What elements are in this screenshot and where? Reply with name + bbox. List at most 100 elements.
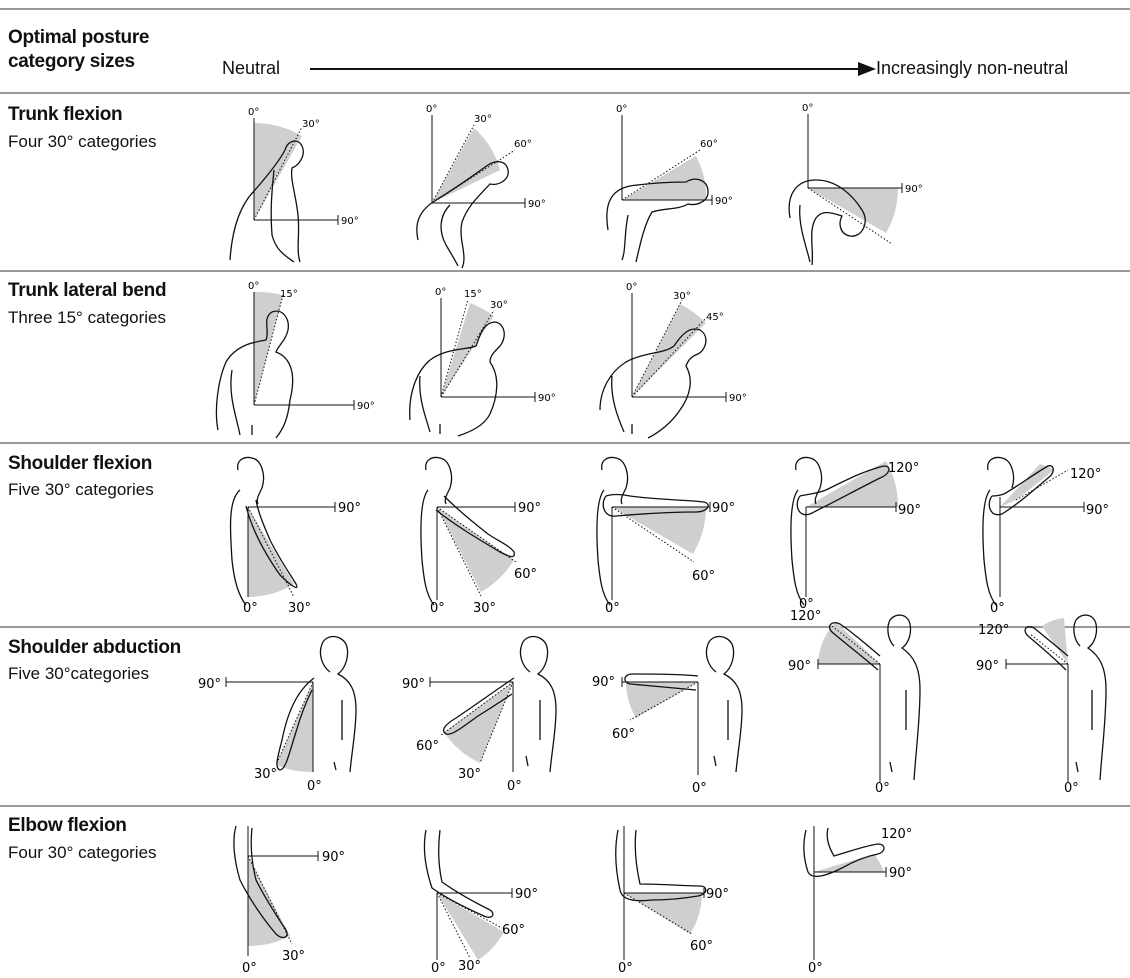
shoulder-flexion-figure-5: 0° 90° 120°	[983, 458, 1109, 617]
trunk-flexion-4-sector	[808, 188, 898, 233]
trunk-lateral-3-sector	[632, 304, 706, 397]
trunk-lateral-3-label-0: 0°	[626, 282, 637, 293]
shoulder-abduction-4-label-120: 120°	[790, 609, 821, 624]
shoulder-abduction-5-label-90: 90°	[976, 659, 999, 674]
shoulder-flexion-5-label-90: 90°	[1086, 503, 1109, 518]
shoulder-flexion-4-label-120: 120°	[888, 461, 919, 476]
trunk-flexion-1-sector	[254, 123, 302, 220]
shoulder-abduction-figure-2: 0° 30° 60° 90°	[402, 637, 556, 795]
shoulder-abduction-1-label-30: 30°	[254, 767, 277, 782]
shoulder-flexion-1-label-90: 90°	[338, 501, 361, 516]
trunk-lateral-3-label-45: 45°	[706, 312, 724, 323]
shoulder-abduction-figure-3: 0° 60° 90°	[592, 637, 742, 797]
elbow-flexion-4-label-120: 120°	[881, 827, 912, 842]
shoulder-abduction-3-label-90: 90°	[592, 675, 615, 690]
trunk-lateral-1-label-0: 0°	[248, 281, 259, 292]
shoulder-flexion-figure-4: 0° 90° 120°	[791, 458, 921, 613]
shoulder-abduction-1-label-90: 90°	[198, 677, 221, 692]
trunk-flexion-figure-4: 0° 90°	[789, 103, 923, 265]
trunk-flexion-figure-3: 0° 60° 90°	[607, 104, 733, 262]
trunk-flexion-2-label-0: 0°	[426, 104, 437, 115]
elbow-flexion-figure-3: 0° 60° 90°	[616, 826, 729, 976]
elbow-flexion-figure-2: 0° 30° 60° 90°	[424, 830, 538, 976]
shoulder-flexion-figure-3: 0° 60° 90°	[597, 458, 735, 617]
trunk-lateral-1-label-90: 90°	[357, 401, 375, 412]
shoulder-flexion-5-label-0: 0°	[990, 601, 1005, 616]
shoulder-flexion-3-label-90: 90°	[712, 501, 735, 516]
shoulder-flexion-2-label-60: 60°	[514, 567, 537, 582]
shoulder-abduction-5-sector	[1042, 618, 1068, 664]
shoulder-abduction-4-sector	[818, 622, 880, 664]
elbow-flexion-2-sector	[437, 893, 504, 960]
trunk-lateral-figure-2: 0° 15° 30° 90°	[410, 287, 556, 436]
elbow-flexion-1-label-90: 90°	[322, 850, 345, 865]
trunk-lateral-2-label-30: 30°	[490, 300, 508, 311]
trunk-flexion-figure-2: 0° 30° 60° 90°	[417, 104, 546, 268]
elbow-flexion-2-label-90: 90°	[515, 887, 538, 902]
trunk-flexion-1-label-90: 90°	[341, 216, 359, 227]
trunk-flexion-3-sector	[622, 156, 706, 200]
shoulder-flexion-1-label-0: 0°	[243, 601, 258, 616]
trunk-flexion-1-label-0: 0°	[248, 107, 259, 118]
shoulder-abduction-2-label-30: 30°	[458, 767, 481, 782]
trunk-flexion-2-label-30: 30°	[474, 114, 492, 125]
shoulder-abduction-5-label-0: 0°	[1064, 781, 1079, 796]
shoulder-abduction-2-label-60: 60°	[416, 739, 439, 754]
trunk-lateral-2-label-15: 15°	[464, 289, 482, 300]
shoulder-flexion-4-label-90: 90°	[898, 503, 921, 518]
shoulder-flexion-2-label-90: 90°	[518, 501, 541, 516]
shoulder-abduction-3-label-60: 60°	[612, 727, 635, 742]
elbow-flexion-3-label-0: 0°	[618, 961, 633, 976]
shoulder-abduction-figure-4: 0° 90° 120°	[788, 609, 920, 796]
elbow-flexion-3-label-90: 90°	[706, 887, 729, 902]
elbow-flexion-2-label-30: 30°	[458, 959, 481, 974]
shoulder-abduction-figure-1: 0° 30° 90°	[198, 637, 356, 795]
shoulder-flexion-5-label-120: 120°	[1070, 467, 1101, 482]
trunk-lateral-figure-3: 0° 30° 45° 90°	[600, 282, 747, 438]
shoulder-abduction-4-label-0: 0°	[875, 781, 890, 796]
shoulder-abduction-2-label-0: 0°	[507, 779, 522, 794]
elbow-flexion-3-body-outline	[616, 830, 706, 901]
shoulder-abduction-figure-5: 0° 90° 120°	[976, 615, 1106, 796]
trunk-flexion-2-label-60: 60°	[514, 139, 532, 150]
trunk-flexion-4-label-0: 0°	[802, 103, 813, 114]
shoulder-flexion-figure-2: 0° 30° 60° 90°	[421, 458, 541, 617]
shoulder-flexion-3-sector	[612, 507, 706, 554]
elbow-flexion-2-label-0: 0°	[431, 961, 446, 976]
trunk-lateral-3-body-outline	[600, 329, 706, 438]
shoulder-abduction-2-label-90: 90°	[402, 677, 425, 692]
elbow-flexion-1-label-30: 30°	[282, 949, 305, 964]
trunk-flexion-3-label-90: 90°	[715, 196, 733, 207]
elbow-flexion-4-label-90: 90°	[889, 866, 912, 881]
trunk-lateral-3-label-30: 30°	[673, 291, 691, 302]
elbow-flexion-1-label-0: 0°	[242, 961, 257, 976]
shoulder-abduction-5-label-120: 120°	[978, 623, 1009, 638]
shoulder-flexion-5-body-outline	[983, 458, 1053, 606]
shoulder-flexion-figure-1: 0° 30° 90°	[230, 458, 361, 617]
elbow-flexion-2-body-outline	[424, 830, 492, 917]
trunk-lateral-1-label-15: 15°	[280, 289, 298, 300]
trunk-flexion-3-label-0: 0°	[616, 104, 627, 115]
shoulder-flexion-2-label-30: 30°	[473, 601, 496, 616]
shoulder-abduction-4-label-90: 90°	[788, 659, 811, 674]
elbow-flexion-figure-1: 0° 30° 90°	[234, 826, 345, 976]
shoulder-flexion-2-label-0: 0°	[430, 601, 445, 616]
trunk-flexion-4-label-90: 90°	[905, 184, 923, 195]
trunk-lateral-2-label-90: 90°	[538, 393, 556, 404]
shoulder-abduction-1-label-0: 0°	[307, 779, 322, 794]
trunk-flexion-1-label-30: 30°	[302, 119, 320, 130]
shoulder-flexion-3-label-0: 0°	[605, 601, 620, 616]
trunk-lateral-figure-1: 0° 15° 90°	[216, 281, 374, 438]
trunk-flexion-2-sector	[432, 128, 500, 203]
elbow-flexion-4-label-0: 0°	[808, 961, 823, 976]
trunk-lateral-3-label-90: 90°	[729, 393, 747, 404]
trunk-lateral-2-sector	[441, 303, 494, 397]
trunk-flexion-2-label-90: 90°	[528, 199, 546, 210]
trunk-flexion-3-label-60: 60°	[700, 139, 718, 150]
shoulder-abduction-3-label-0: 0°	[692, 781, 707, 796]
elbow-flexion-4-sector	[814, 854, 884, 872]
shoulder-flexion-1-label-30: 30°	[288, 601, 311, 616]
shoulder-abduction-2-sector	[444, 682, 513, 763]
elbow-flexion-2-label-60: 60°	[502, 923, 525, 938]
